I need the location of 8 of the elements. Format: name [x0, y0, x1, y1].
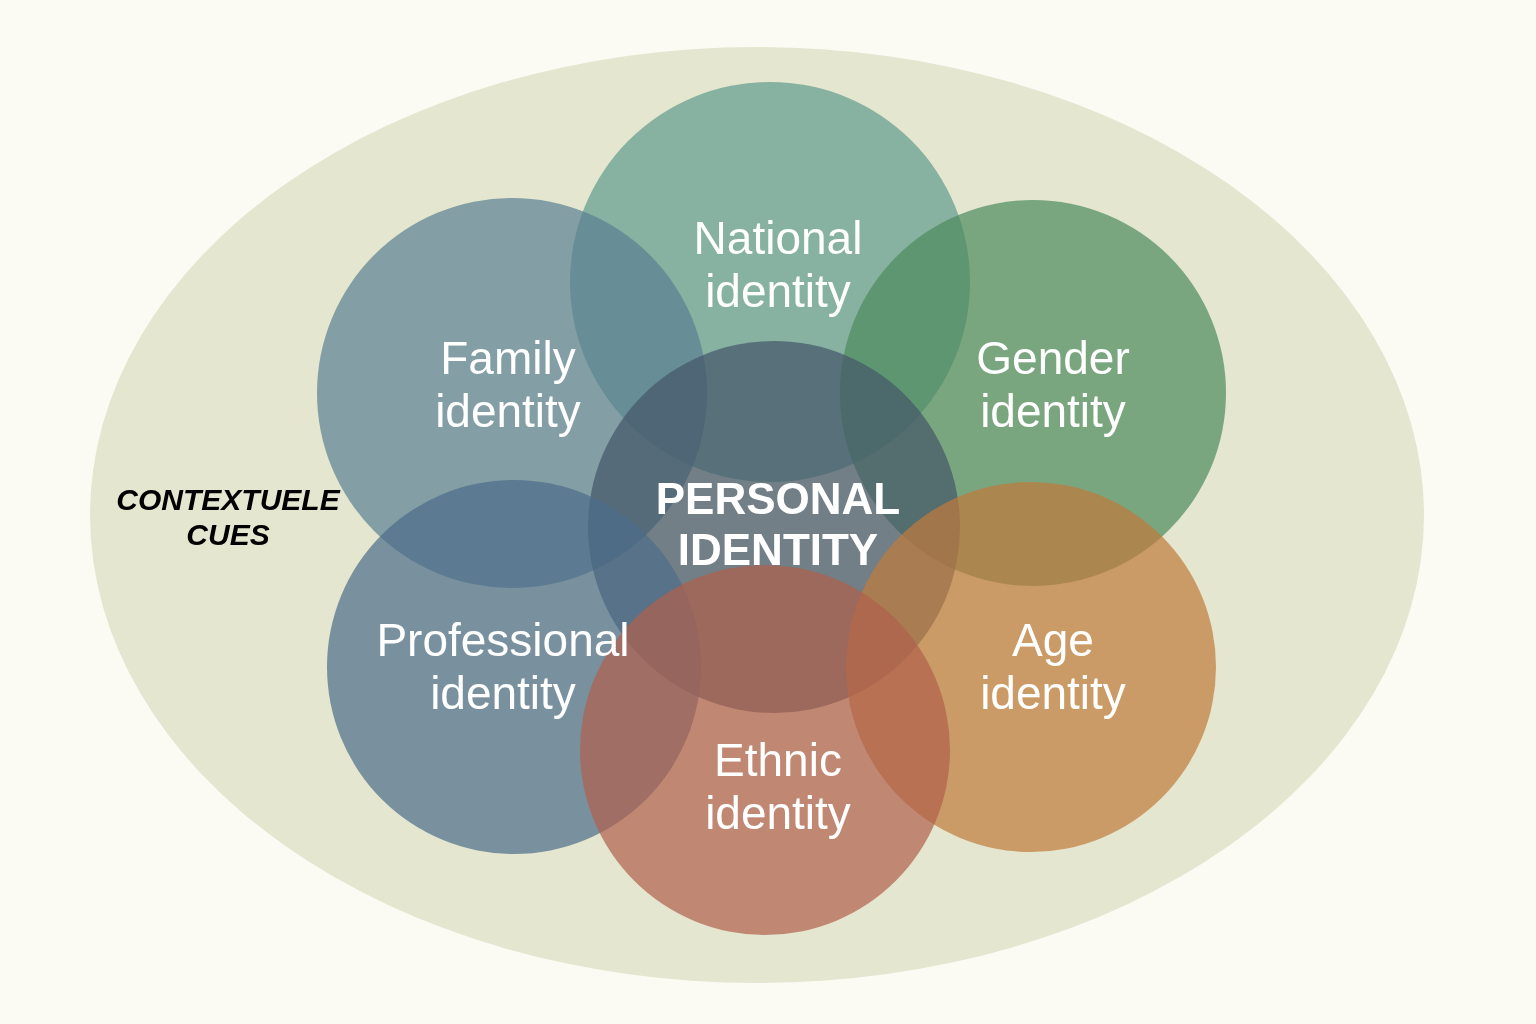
identity-label: Gender identity	[975, 332, 1131, 438]
identity-label: Ethnic identity	[704, 734, 852, 840]
identity-label: Family identity	[434, 332, 582, 438]
context-label: CONTEXTUELE CUES	[115, 482, 342, 552]
identity-label: Age identity	[979, 614, 1127, 720]
identity-label: PERSONAL IDENTITY	[654, 474, 902, 576]
identity-label: Professional identity	[375, 614, 631, 720]
identity-label: National identity	[692, 212, 864, 318]
